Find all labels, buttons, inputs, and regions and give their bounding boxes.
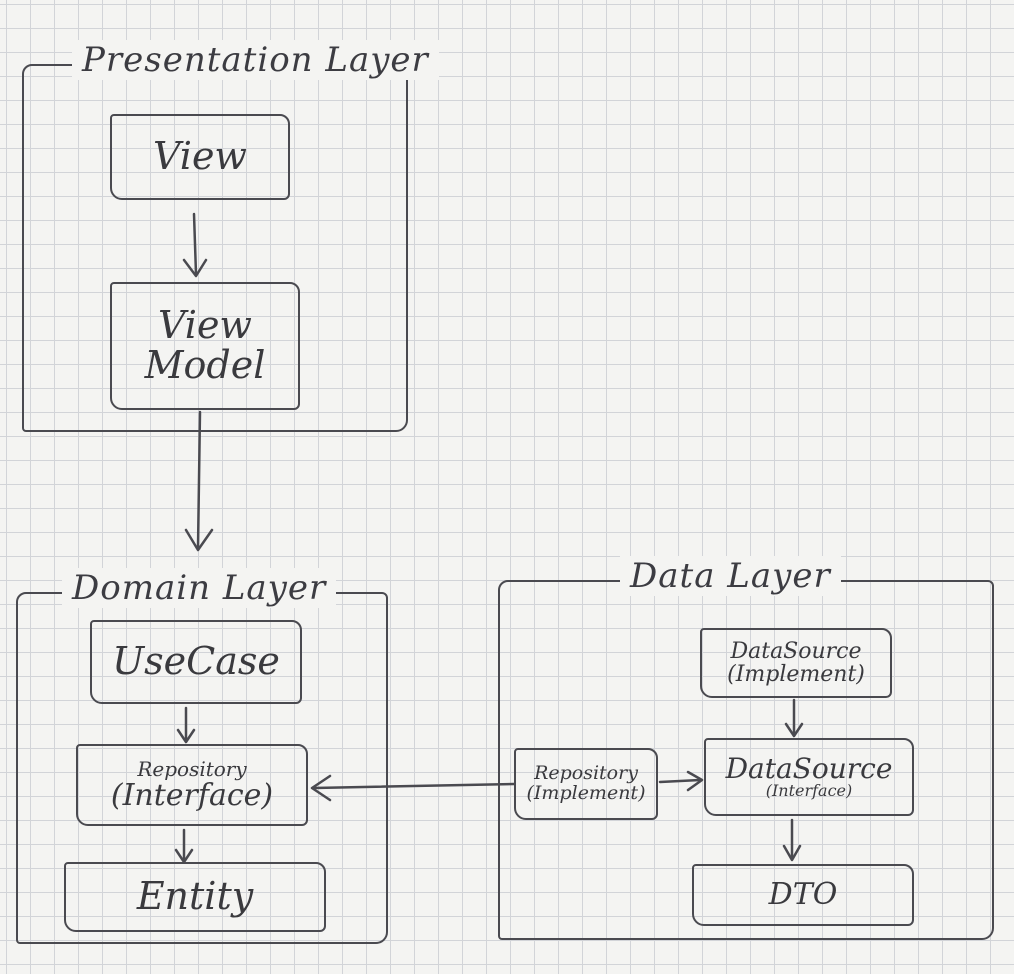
view-model-label-line2: Model: [144, 343, 266, 387]
use-case-box[interactable]: UseCase: [90, 620, 302, 704]
datasource-interface-label-line1: DataSource: [725, 751, 893, 785]
repository-implement-label-line2: (Implement): [526, 782, 646, 804]
view-box[interactable]: View: [110, 114, 290, 200]
datasource-interface-label-line2: (Interface): [765, 781, 853, 801]
repository-implement-box[interactable]: Repository (Implement): [514, 748, 658, 820]
view-model-label-line1: View: [158, 303, 252, 348]
entity-box[interactable]: Entity: [64, 862, 326, 932]
presentation-layer-title: Presentation Layer: [72, 40, 439, 80]
data-layer-title: Data Layer: [620, 556, 841, 596]
datasource-implement-label-line1: DataSource: [730, 638, 862, 664]
repository-implement-label-line1: Repository: [534, 762, 638, 785]
repository-interface-box[interactable]: Repository (Interface): [76, 744, 308, 826]
repository-interface-label-line2: (Interface): [110, 777, 274, 813]
domain-layer-title: Domain Layer: [62, 568, 337, 608]
repository-interface-label-line1: Repository: [137, 756, 247, 781]
view-label: View: [153, 134, 247, 179]
view-model-box[interactable]: View Model: [110, 282, 300, 410]
datasource-interface-box[interactable]: DataSource (Interface): [704, 738, 914, 816]
dto-box[interactable]: DTO: [692, 864, 914, 926]
arrow-viewmodel-to-usecase: [184, 410, 214, 552]
datasource-implement-label-line2: (Implement): [727, 662, 865, 687]
entity-label: Entity: [136, 874, 254, 919]
dto-label: DTO: [768, 877, 838, 913]
use-case-label: UseCase: [112, 639, 280, 684]
datasource-implement-box[interactable]: DataSource (Implement): [700, 628, 892, 698]
